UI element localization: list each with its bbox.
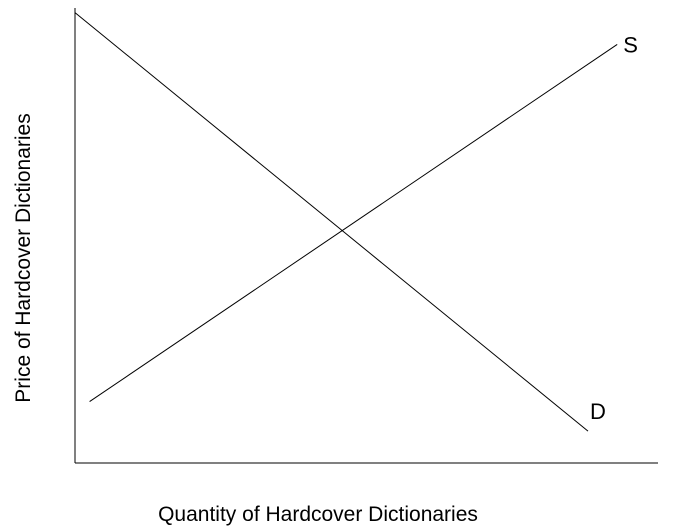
x-axis-title: Quantity of Hardcover Dictionaries bbox=[158, 503, 478, 526]
series-label-s: S bbox=[623, 32, 638, 57]
y-axis-title: Price of Hardcover Dictionaries bbox=[12, 113, 35, 402]
series-layer: SD bbox=[74, 12, 638, 432]
series-line-d bbox=[74, 12, 589, 432]
series-label-d: D bbox=[590, 399, 606, 424]
series-line-s bbox=[89, 43, 618, 403]
